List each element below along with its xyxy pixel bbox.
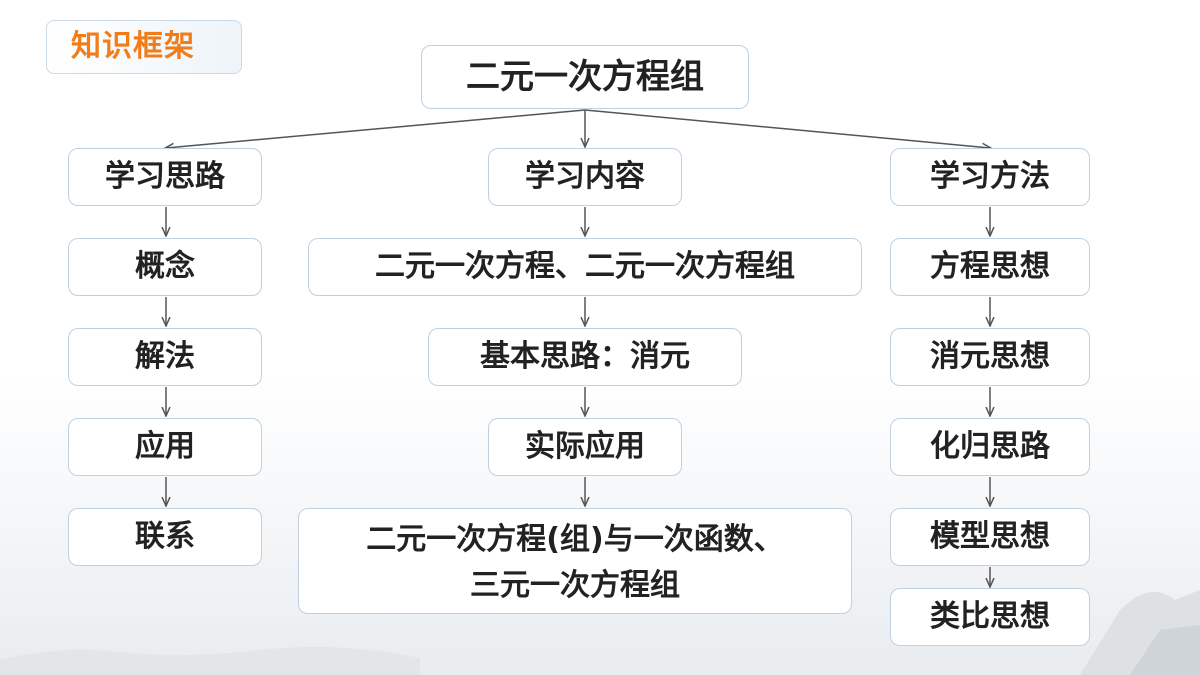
right-header: 学习方法 [890, 148, 1090, 206]
middle-header: 学习内容 [488, 148, 682, 206]
left-item: 概念 [68, 238, 262, 296]
middle-last-line-1: 二元一次方程(组)与一次函数、 [366, 522, 784, 557]
middle-item: 基本思路：消元 [428, 328, 742, 386]
right-item: 消元思想 [890, 328, 1090, 386]
left-item: 联系 [68, 508, 262, 566]
right-item: 方程思想 [890, 238, 1090, 296]
root-node: 二元一次方程组 [421, 45, 749, 109]
left-item: 应用 [68, 418, 262, 476]
right-item: 类比思想 [890, 588, 1090, 646]
right-item: 化归思路 [890, 418, 1090, 476]
right-item: 模型思想 [890, 508, 1090, 566]
section-tag: 知识框架 [46, 20, 242, 74]
middle-item: 二元一次方程、二元一次方程组 [308, 238, 862, 296]
left-item: 解法 [68, 328, 262, 386]
middle-item-multiline: 二元一次方程(组)与一次函数、 三元一次方程组 [298, 508, 852, 614]
left-header: 学习思路 [68, 148, 262, 206]
middle-last-line-2: 三元一次方程组 [469, 568, 680, 603]
middle-item: 实际应用 [488, 418, 682, 476]
